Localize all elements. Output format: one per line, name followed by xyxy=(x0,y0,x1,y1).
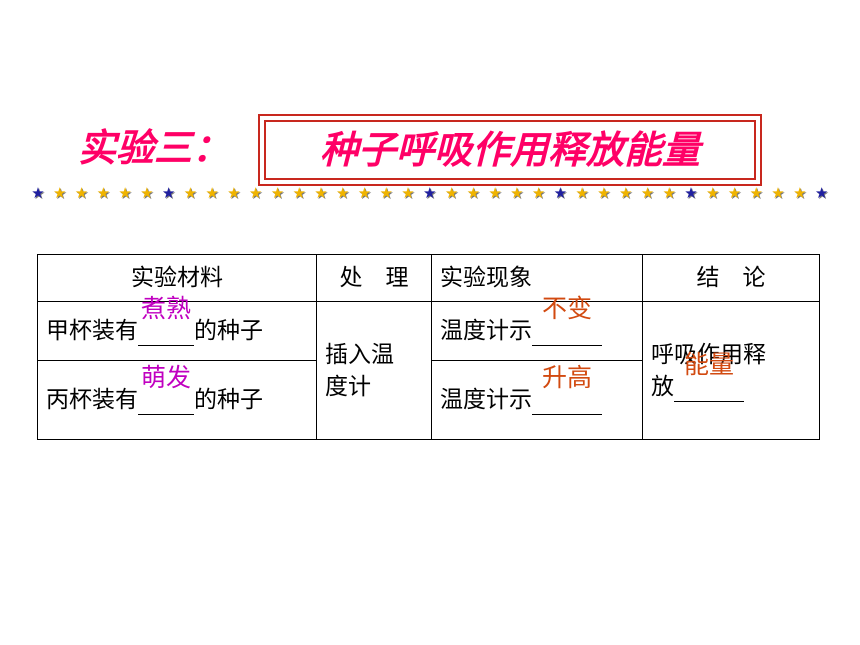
title-prefix: 实验三： xyxy=(78,126,231,170)
material-blank: 煮熟 xyxy=(138,295,194,346)
star-icon: ★ xyxy=(183,184,198,202)
star-icon: ★ xyxy=(118,184,132,202)
star-icon: ★ xyxy=(140,184,154,202)
star-icon: ★ xyxy=(662,184,676,202)
star-icon: ★ xyxy=(227,184,241,202)
material-blank: 萌发 xyxy=(138,364,194,415)
star-icon: ★ xyxy=(248,184,263,202)
page-title: 种子呼吸作用释放能量 xyxy=(319,128,700,172)
star-icon: ★ xyxy=(357,184,372,202)
star-icon: ★ xyxy=(510,184,524,202)
star-icon: ★ xyxy=(706,184,720,202)
material-prefix: 甲杯装有 xyxy=(46,318,138,344)
star-icon: ★ xyxy=(444,184,459,202)
conclusion-prefix: 放 xyxy=(651,373,674,400)
star-icon: ★ xyxy=(335,184,350,202)
phenomenon-answer: 不变 xyxy=(541,294,592,323)
star-divider: ★ ★ ★ ★ ★ ★ ★ ★ ★ ★ ★ ★ ★ ★ ★ ★ ★ ★ ★ ★ ★ ★ ★ ★ ★ ★ ★ ★ ★ ★ ★ ★ ★ ★ ★ ★ ★ xyxy=(30,184,830,202)
star-icon: ★ xyxy=(270,184,285,202)
header-treatment: 处 理 xyxy=(316,254,432,302)
phenomenon-answer: 升高 xyxy=(541,363,592,392)
star-icon: ★ xyxy=(379,184,393,202)
phenomenon-cell-1: 温度计示不变 xyxy=(431,295,643,361)
star-icon: ★ xyxy=(684,184,698,202)
star-icon: ★ xyxy=(793,184,807,202)
star-icon: ★ xyxy=(205,184,219,202)
material-prefix: 丙杯装有 xyxy=(46,387,138,413)
star-icon: ★ xyxy=(553,184,568,202)
treatment-cell: 插入温度计 xyxy=(316,301,432,440)
header-conclusion: 结 论 xyxy=(642,254,820,302)
star-icon: ★ xyxy=(749,184,763,202)
conclusion-line-1: 呼吸作用释 xyxy=(651,341,766,368)
star-icon: ★ xyxy=(53,184,67,202)
material-suffix: 的种子 xyxy=(194,318,263,344)
experiment-table: 实验材料 处 理 实验现象 结 论 甲杯装有煮熟 的种子 插入温度计 温度计示不… xyxy=(37,254,820,440)
star-icon: ★ xyxy=(488,184,502,202)
conclusion-answer: 能量 xyxy=(683,349,734,379)
star-icon: ★ xyxy=(771,184,785,202)
star-icon: ★ xyxy=(466,184,481,202)
star-icon: ★ xyxy=(292,184,306,202)
phenomenon-blank: 不变 xyxy=(532,295,602,346)
star-icon: ★ xyxy=(575,184,589,202)
header-material: 实验材料 xyxy=(37,254,317,302)
treatment-line-2: 度计 xyxy=(325,373,371,400)
star-icon: ★ xyxy=(96,184,111,202)
phenomenon-blank: 升高 xyxy=(532,364,602,415)
star-icon: ★ xyxy=(161,184,176,202)
star-icon: ★ xyxy=(423,184,437,202)
star-icon: ★ xyxy=(314,184,328,202)
star-icon: ★ xyxy=(814,184,829,202)
conclusion-cell: 呼吸作用释放能量 xyxy=(642,301,820,440)
material-answer: 萌发 xyxy=(140,363,191,392)
material-answer: 煮熟 xyxy=(140,294,191,323)
phenomenon-cell-2: 温度计示升高 xyxy=(431,360,643,440)
star-icon: ★ xyxy=(597,184,611,202)
table-row: 丙杯装有萌发 的种子 温度计示升高 xyxy=(37,360,820,440)
star-icon: ★ xyxy=(727,184,742,202)
material-cell-1: 甲杯装有煮熟 的种子 xyxy=(37,295,317,361)
treatment-line-1: 插入温 xyxy=(325,341,394,368)
phenomenon-prefix: 温度计示 xyxy=(440,387,532,413)
star-icon: ★ xyxy=(640,184,655,202)
star-icon: ★ xyxy=(31,184,45,202)
star-icon: ★ xyxy=(74,184,89,202)
star-icon: ★ xyxy=(618,184,633,202)
star-icon: ★ xyxy=(401,184,415,202)
phenomenon-prefix: 温度计示 xyxy=(440,318,532,344)
material-cell-2: 丙杯装有萌发 的种子 xyxy=(37,360,317,440)
table-row: 甲杯装有煮熟 的种子 插入温度计 温度计示不变 呼吸作用释放能量 xyxy=(37,295,820,440)
star-icon: ★ xyxy=(531,184,546,202)
conclusion-blank: 能量 xyxy=(674,350,744,402)
material-suffix: 的种子 xyxy=(194,387,263,413)
header-phenomenon: 实验现象 xyxy=(431,254,643,302)
title-box: 种子呼吸作用释放能量 xyxy=(258,114,762,186)
